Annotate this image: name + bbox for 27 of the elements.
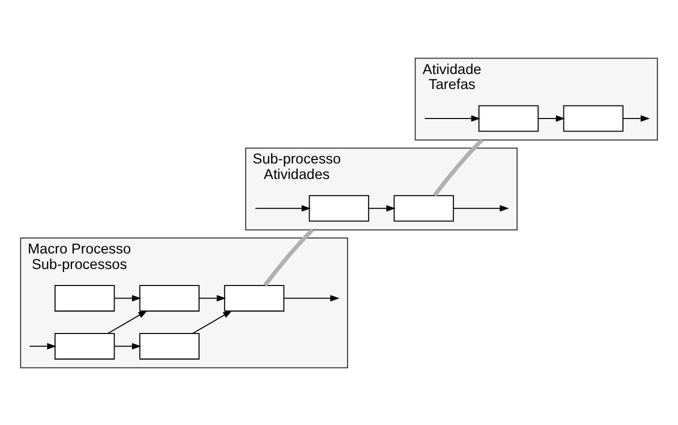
- cluster: Sub-processo Atividades: [245, 147, 518, 230]
- arrow: [284, 294, 340, 301]
- arrow: [192, 310, 232, 334]
- arrow: [30, 342, 56, 350]
- arrow: [623, 114, 650, 122]
- node-box: [308, 194, 370, 222]
- node-box: [478, 104, 539, 132]
- arrow: [454, 204, 509, 212]
- arrow: [368, 204, 396, 212]
- connector: [432, 138, 484, 196]
- node-box: [394, 194, 454, 222]
- arrow: [114, 342, 142, 350]
- node-box: [139, 332, 200, 360]
- node-box: [54, 332, 115, 360]
- arrow: [255, 204, 311, 212]
- arrow: [199, 294, 226, 301]
- cluster: Atividade Tarefas: [414, 57, 658, 140]
- node-box: [139, 284, 200, 312]
- arrow: [424, 114, 480, 122]
- arrow: [114, 294, 142, 301]
- node-box: [54, 284, 115, 312]
- cluster: Macro Processo Sub-processos: [20, 237, 348, 368]
- arrow: [108, 310, 148, 334]
- node-box: [563, 104, 624, 132]
- arrow: [538, 114, 566, 122]
- connector: [263, 228, 314, 286]
- node-box: [224, 284, 284, 312]
